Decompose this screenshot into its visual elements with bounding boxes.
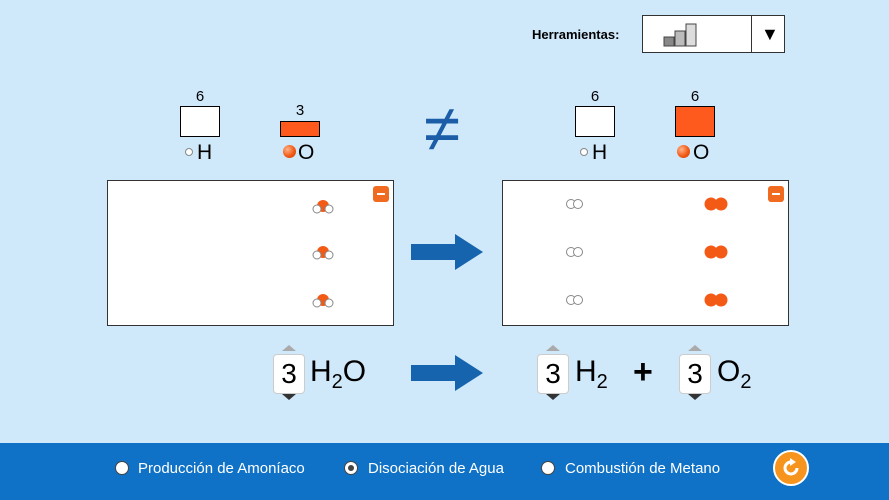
reactants-box[interactable] (107, 180, 394, 326)
radio-water[interactable] (344, 461, 358, 475)
reactant-formula: H2O (310, 355, 367, 393)
hydrogen-molecule-icon (566, 295, 583, 305)
product-o-label: O (693, 141, 710, 164)
radio-label-ammonia[interactable]: Producción de Amoníaco (138, 460, 305, 477)
hydrogen-molecule-icon (566, 247, 583, 257)
oxygen-atom-icon (283, 145, 296, 158)
product-h-label: H (592, 141, 608, 164)
decrement-product1-button[interactable] (546, 394, 560, 400)
radio-ammonia[interactable] (115, 461, 129, 475)
oxygen-molecule-icon (704, 245, 728, 259)
plus-sign: + (633, 353, 653, 391)
radio-label-water[interactable]: Disociación de Agua (368, 460, 504, 477)
reset-button[interactable] (773, 450, 809, 486)
water-molecule-icon (312, 200, 334, 214)
oxygen-molecule-icon (704, 197, 728, 211)
oxygen-molecule-icon (704, 293, 728, 307)
increment-reactant-button[interactable] (282, 345, 296, 351)
product2-formula: O2 (717, 355, 752, 393)
reactant-h-label: H (197, 141, 213, 164)
collapse-products-button[interactable] (768, 186, 784, 202)
bar-chart-icon (663, 23, 697, 47)
product2-coefficient[interactable]: 3 (679, 354, 711, 394)
radio-label-methane[interactable]: Combustión de Metano (565, 460, 721, 477)
decrement-product2-button[interactable] (688, 394, 702, 400)
reactant-coefficient[interactable]: 3 (273, 354, 305, 394)
equation-arrow-icon (411, 355, 483, 391)
products-box[interactable] (502, 180, 789, 326)
reactant-o-count: 3 (295, 102, 305, 119)
tools-dropdown[interactable]: ▼ (642, 15, 785, 53)
product-h-bar (575, 106, 615, 137)
product1-formula: H2 (575, 355, 608, 393)
tools-label: Herramientas: (532, 27, 620, 42)
increment-product2-button[interactable] (688, 345, 702, 351)
decrement-reactant-button[interactable] (282, 394, 296, 400)
product1-coefficient[interactable]: 3 (537, 354, 569, 394)
hydrogen-atom-icon (580, 148, 588, 156)
refresh-icon (783, 458, 799, 476)
reaction-arrow-icon (411, 234, 483, 270)
radio-methane[interactable] (541, 461, 555, 475)
oxygen-atom-icon (677, 145, 690, 158)
reactant-o-label: O (298, 141, 315, 164)
reactant-h-count: 6 (195, 88, 205, 105)
not-equal-icon: ≠ (424, 91, 461, 165)
reactant-h-bar (180, 106, 220, 137)
hydrogen-molecule-icon (566, 199, 583, 209)
hydrogen-atom-icon (185, 148, 193, 156)
product-o-count: 6 (690, 88, 700, 105)
collapse-reactants-button[interactable] (373, 186, 389, 202)
reactant-o-bar (280, 121, 320, 137)
reaction-selector-bar (0, 443, 889, 500)
dropdown-divider (751, 16, 752, 52)
increment-product1-button[interactable] (546, 345, 560, 351)
water-molecule-icon (312, 246, 334, 260)
product-o-bar (675, 106, 715, 137)
triangle-down-icon[interactable]: ▼ (761, 24, 779, 44)
product-h-count: 6 (590, 88, 600, 105)
water-molecule-icon (312, 294, 334, 308)
